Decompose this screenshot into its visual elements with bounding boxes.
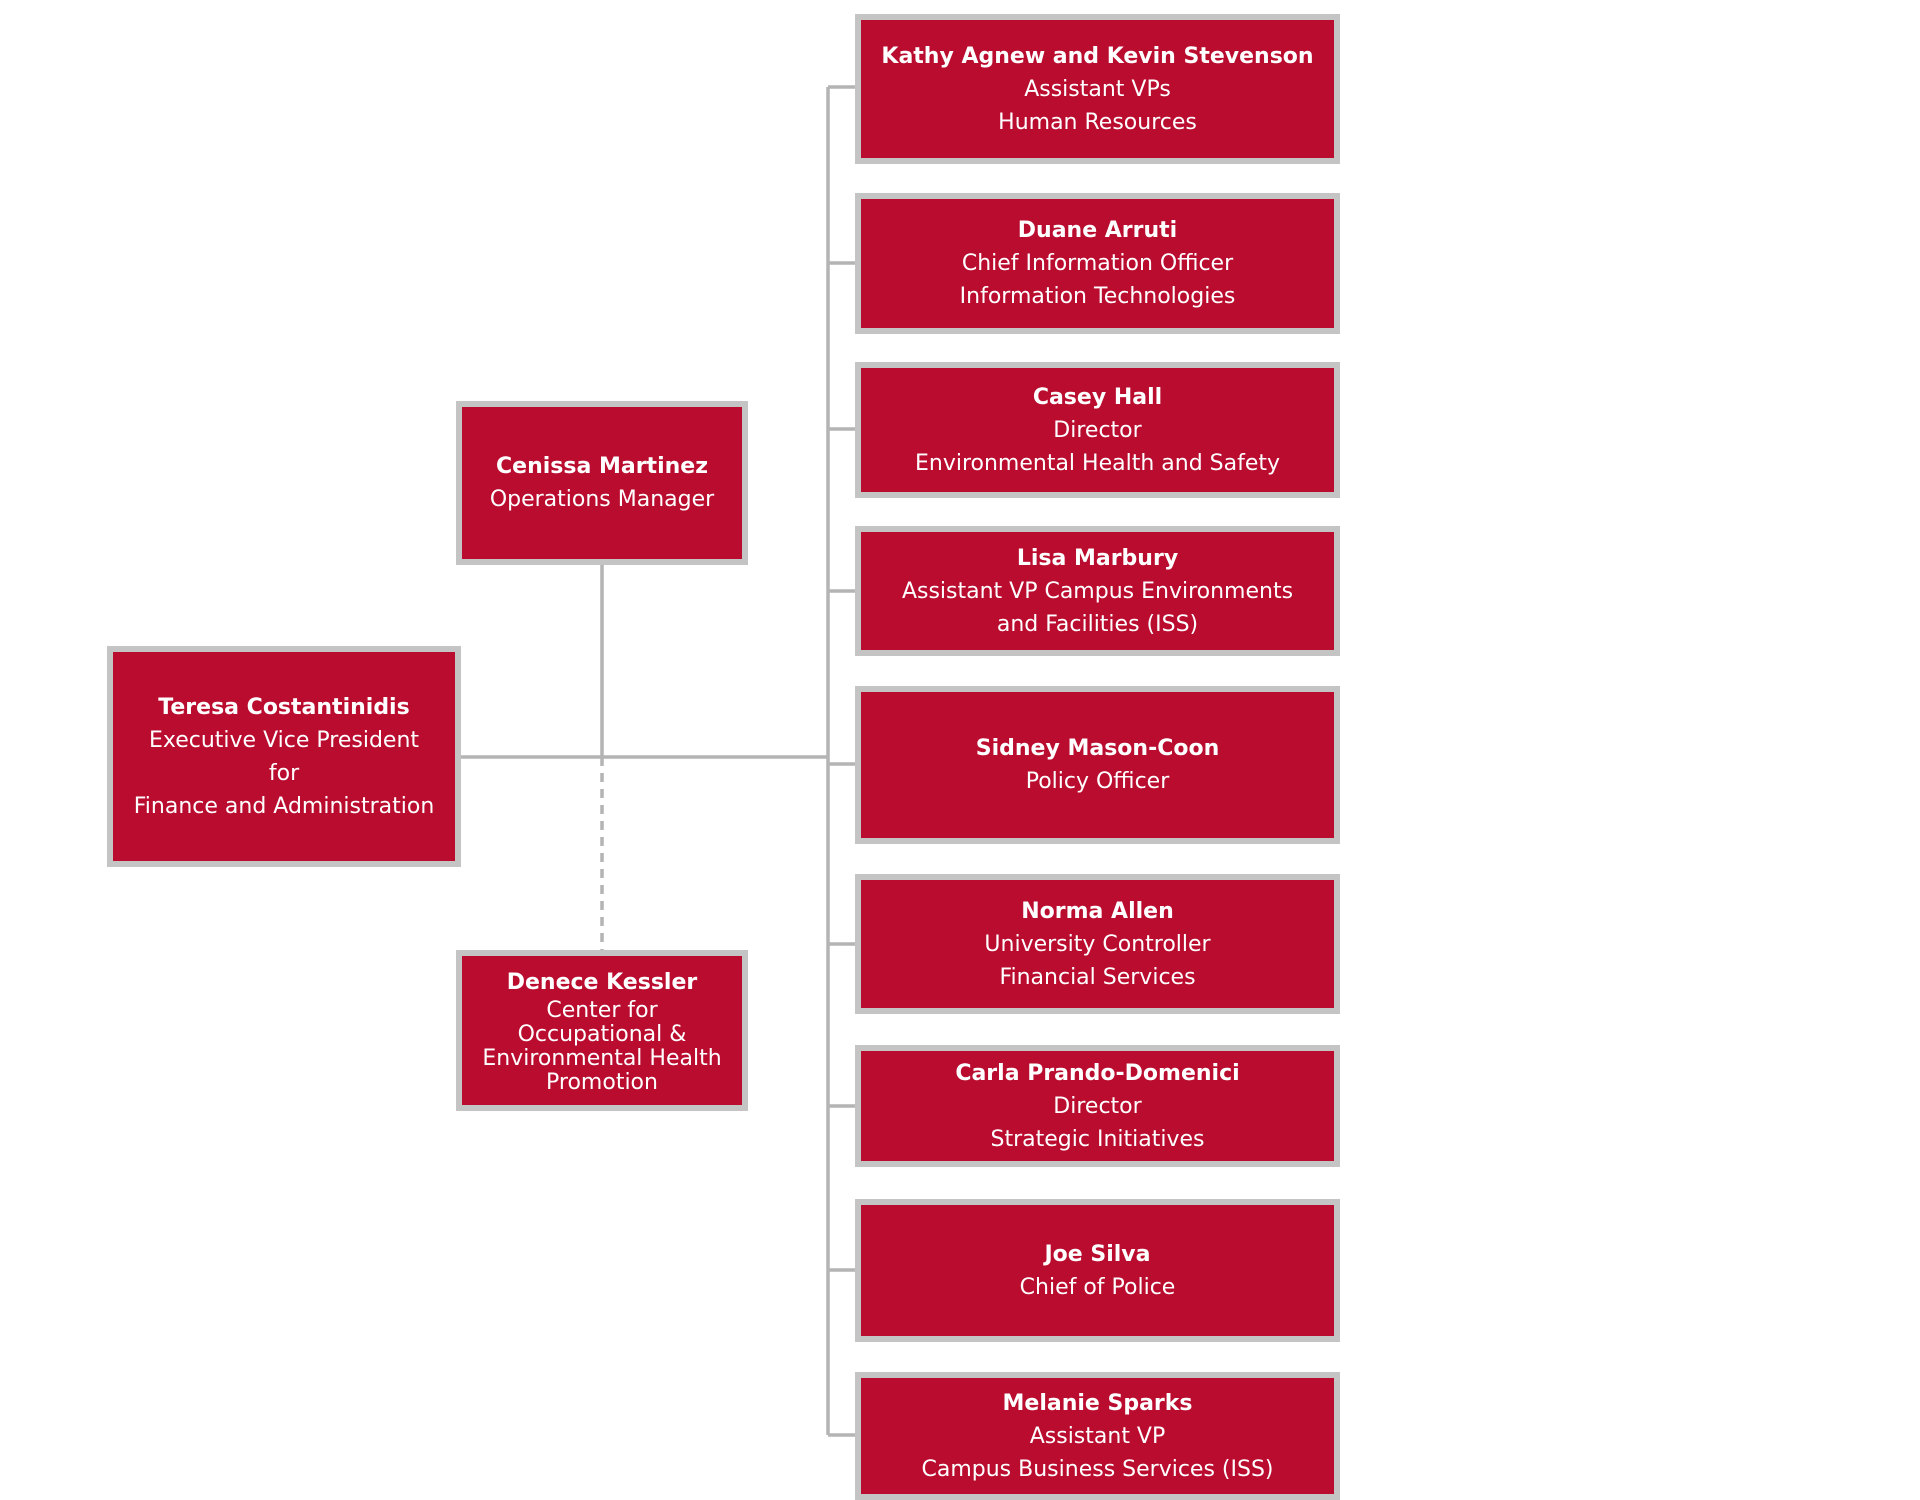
report-unit: Strategic Initiatives xyxy=(990,1126,1205,1152)
report-unit: Financial Services xyxy=(999,964,1196,990)
report-title: Director xyxy=(1053,1093,1142,1119)
executive-name: Teresa Costantinidis xyxy=(158,694,410,720)
report-name: Duane Arruti xyxy=(1017,218,1178,243)
report-title: Director xyxy=(1053,417,1142,443)
executive-title-for: for xyxy=(268,760,300,786)
executive-title: Executive Vice President xyxy=(148,727,420,753)
report-title: Chief of Police xyxy=(1019,1274,1176,1300)
operations-title: Operations Manager xyxy=(489,487,715,512)
coehp-line-1: Center for xyxy=(546,998,658,1023)
report-name: Joe Silva xyxy=(1044,1241,1151,1267)
report-unit: Campus Business Services (ISS) xyxy=(921,1456,1274,1482)
operations-manager-box: Cenissa Martinez Operations Manager xyxy=(456,401,748,565)
report-box-facilities: Lisa Marbury Assistant VP Campus Environ… xyxy=(855,526,1340,656)
report-title: Assistant VP Campus Environments xyxy=(901,578,1294,604)
report-unit: and Facilities (ISS) xyxy=(996,611,1199,637)
report-name: Lisa Marbury xyxy=(1016,545,1179,571)
report-unit: Environmental Health and Safety xyxy=(914,450,1281,476)
report-title: Assistant VP xyxy=(1029,1423,1166,1449)
coehp-line-3: Environmental Health xyxy=(482,1046,722,1071)
report-name: Kathy Agnew and Kevin Stevenson xyxy=(881,43,1314,69)
report-name: Carla Prando-Domenici xyxy=(955,1060,1240,1086)
coehp-name: Denece Kessler xyxy=(506,970,698,995)
report-box-controller: Norma Allen University Controller Financ… xyxy=(855,874,1340,1014)
coehp-line-4: Promotion xyxy=(546,1070,658,1095)
executive-vp-box: Teresa Costantinidis Executive Vice Pres… xyxy=(107,646,461,867)
report-title: Policy Officer xyxy=(1025,769,1170,794)
report-box-ehs: Casey Hall Director Environmental Health… xyxy=(855,362,1340,498)
report-title: University Controller xyxy=(984,931,1211,957)
operations-name: Cenissa Martinez xyxy=(496,454,708,479)
report-unit: Human Resources xyxy=(998,109,1197,135)
report-box-police: Joe Silva Chief of Police xyxy=(855,1199,1340,1342)
report-name: Melanie Sparks xyxy=(1002,1390,1193,1416)
coehp-box: Denece Kessler Center for Occupational &… xyxy=(456,950,748,1111)
report-box-it: Duane Arruti Chief Information Officer I… xyxy=(855,193,1340,334)
report-box-hr: Kathy Agnew and Kevin Stevenson Assistan… xyxy=(855,14,1340,164)
report-title: Chief Information Officer xyxy=(961,251,1234,276)
report-name: Sidney Mason-Coon xyxy=(975,736,1220,761)
report-box-business-services: Melanie Sparks Assistant VP Campus Busin… xyxy=(855,1372,1340,1500)
report-name: Norma Allen xyxy=(1021,898,1174,924)
report-title: Assistant VPs xyxy=(1024,76,1171,102)
report-box-strategic: Carla Prando-Domenici Director Strategic… xyxy=(855,1045,1340,1167)
report-box-policy: Sidney Mason-Coon Policy Officer xyxy=(855,686,1340,844)
report-name: Casey Hall xyxy=(1032,384,1163,410)
executive-division: Finance and Administration xyxy=(133,793,435,819)
coehp-line-2: Occupational & xyxy=(517,1022,687,1047)
report-unit: Information Technologies xyxy=(959,284,1236,309)
